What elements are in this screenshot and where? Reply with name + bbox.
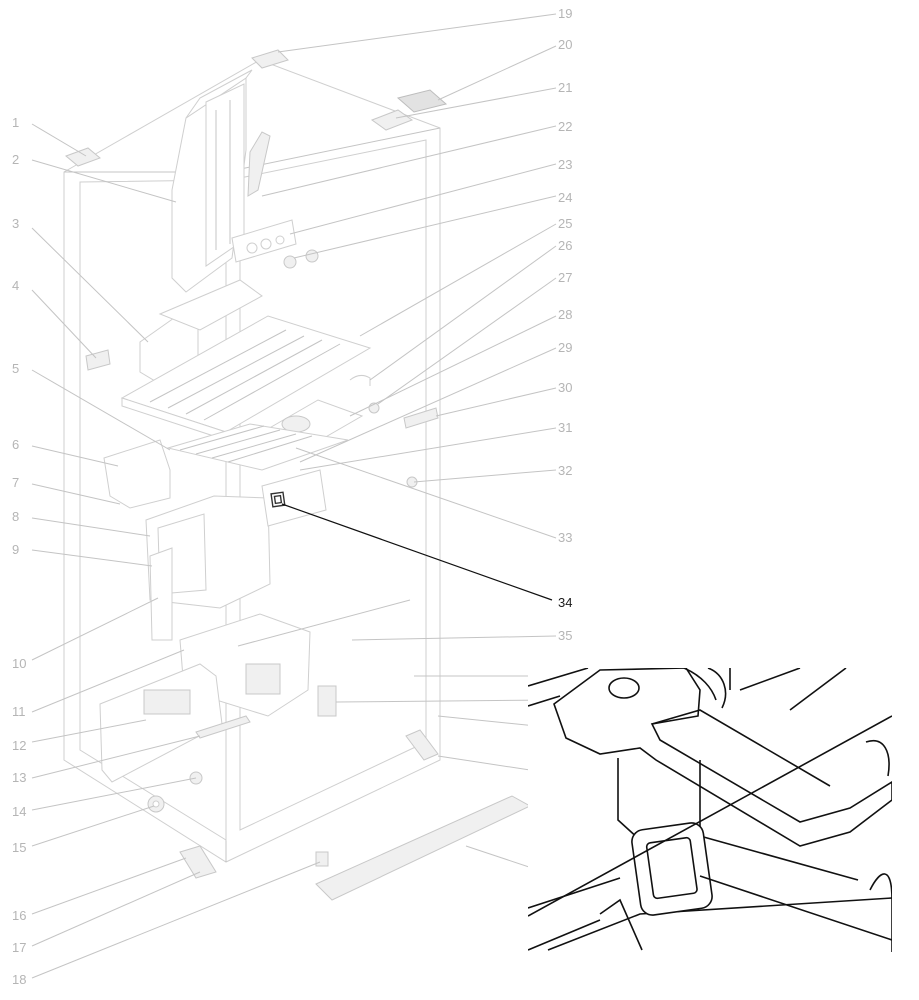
callout-30: 30	[558, 380, 572, 395]
detail-inset	[528, 668, 892, 952]
callout-12: 12	[12, 738, 26, 753]
callout-19: 19	[558, 6, 572, 21]
callout-34: 34	[558, 595, 572, 610]
part-18-foot	[315, 851, 329, 867]
part-4-clip	[85, 349, 111, 371]
callout-31: 31	[558, 420, 572, 435]
part-35-rod	[237, 599, 411, 647]
part-30-bracket	[403, 407, 439, 429]
callout-16: 16	[12, 908, 26, 923]
callout-14: 14	[12, 804, 26, 819]
callout-33: 33	[558, 530, 572, 545]
part-34-highlighted-gasket	[270, 491, 286, 508]
callout-28: 28	[558, 307, 572, 322]
callout-5: 5	[12, 361, 19, 376]
callout-21: 21	[558, 80, 572, 95]
callout-9: 9	[12, 542, 19, 557]
part-16-17-bottom-hinge-left	[179, 845, 217, 879]
part-16-17-bottom-hinge-right	[405, 729, 439, 761]
callout-32: 32	[558, 463, 572, 478]
callout-13: 13	[12, 770, 26, 785]
callout-18: 18	[12, 972, 26, 987]
callout-4: 4	[12, 278, 19, 293]
leader-line-34	[281, 503, 553, 601]
callout-24: 24	[558, 190, 572, 205]
callout-26: 26	[558, 238, 572, 253]
callout-8: 8	[12, 509, 19, 524]
callout-7: 7	[12, 475, 19, 490]
callout-29: 29	[558, 340, 572, 355]
callout-3: 3	[12, 216, 19, 231]
part-22-duct-strip	[247, 131, 271, 197]
callout-11: 11	[12, 704, 26, 719]
callout-2: 2	[12, 152, 19, 167]
part-6-fan-shroud	[103, 439, 171, 509]
part-37-base-rail	[315, 795, 532, 901]
leader-lines-right	[261, 13, 557, 877]
part-2-air-duct	[171, 69, 253, 293]
callout-6: 6	[12, 437, 19, 452]
callout-35: 35	[558, 628, 572, 643]
part-5-evaporator	[166, 423, 349, 471]
part-26-sensor	[349, 374, 371, 386]
part-21-top-hinge	[370, 109, 414, 131]
leader-lines-left	[31, 123, 321, 979]
part-1-hinge-cover-left	[65, 147, 101, 167]
callout-17: 17	[12, 940, 26, 955]
callout-20: 20	[558, 37, 572, 52]
callout-15: 15	[12, 840, 26, 855]
callout-22: 22	[558, 119, 572, 134]
part-12-rear-panel	[99, 663, 223, 783]
callout-27: 27	[558, 270, 572, 285]
callouts-left: 1 2 3 4 5 6 7 8 9 10 11 12 13 14 15 16 1…	[12, 115, 26, 987]
part-20-top-cover	[396, 89, 448, 113]
part-19-top-hinge-cover	[251, 49, 289, 69]
callout-23: 23	[558, 157, 572, 172]
callout-25: 25	[558, 216, 572, 231]
part-25-shelf-plate	[120, 315, 372, 441]
part-9-channel-side	[149, 547, 173, 641]
callout-1: 1	[12, 115, 19, 130]
part-36-connector	[317, 685, 337, 717]
part-23-control-panel	[231, 219, 297, 263]
part-33-damper-assembly	[261, 469, 327, 527]
callout-10: 10	[12, 656, 26, 671]
part-15-wheel	[147, 795, 165, 813]
